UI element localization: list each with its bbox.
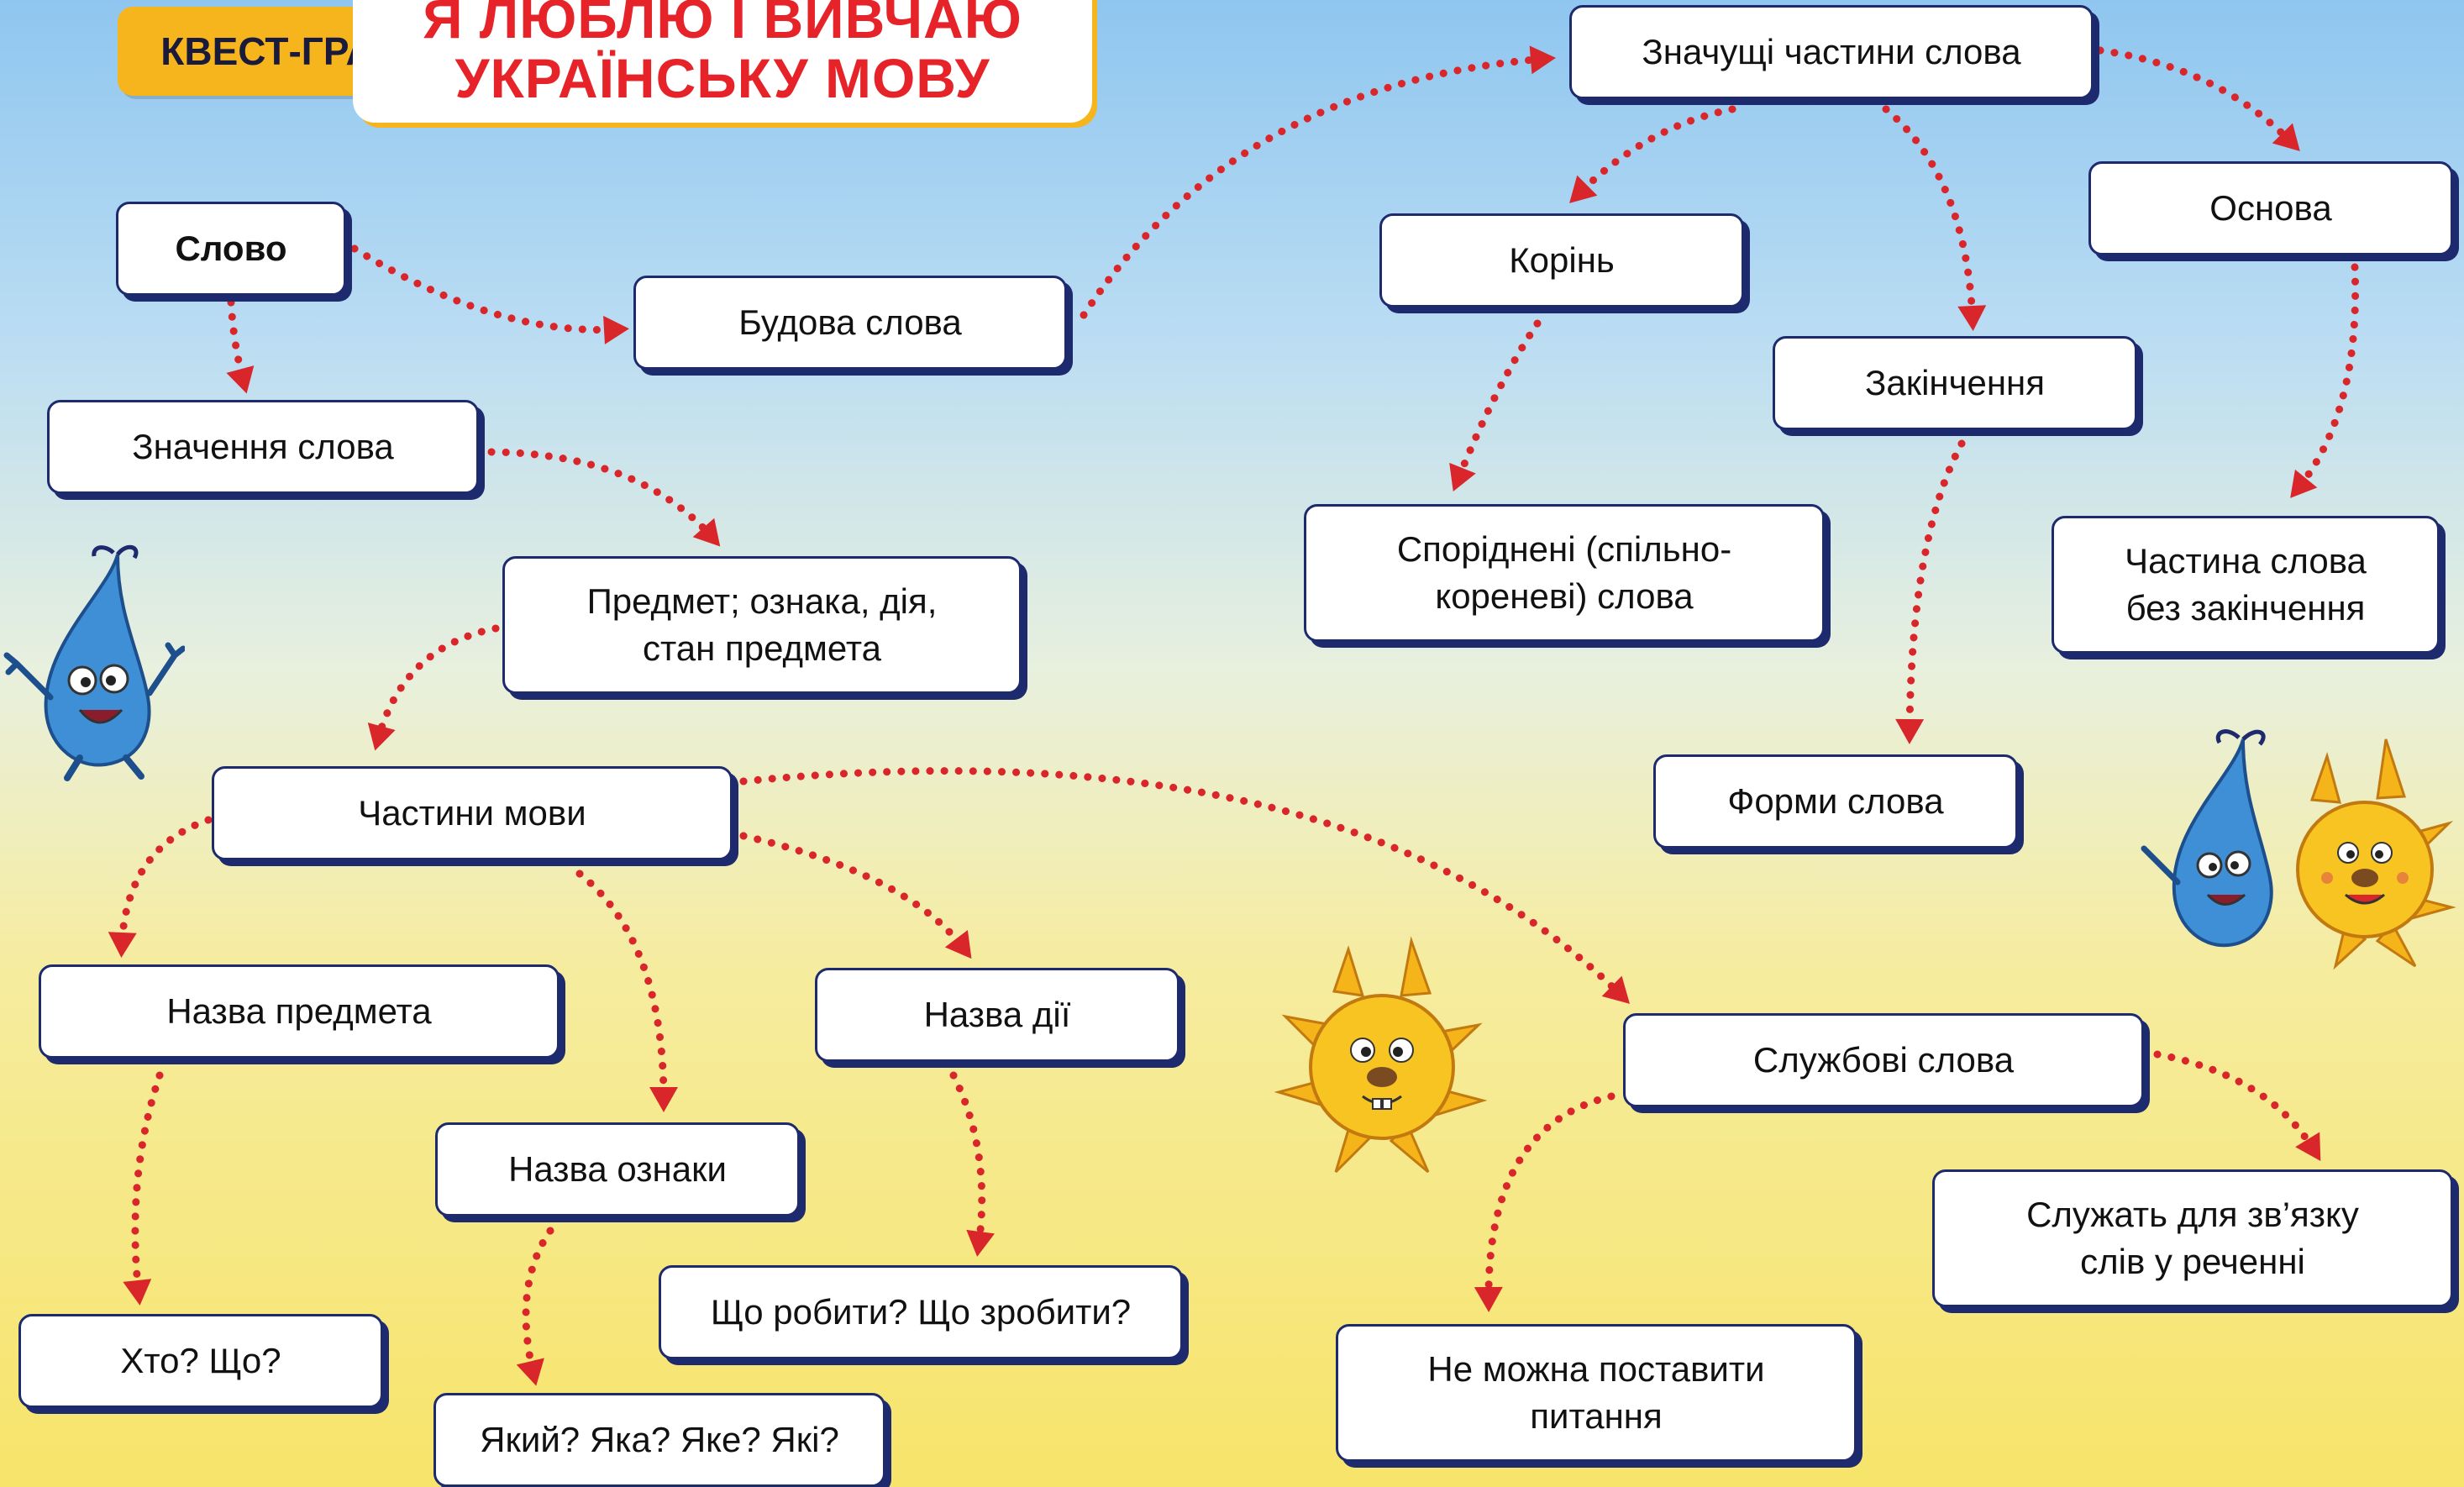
node-nazva-predmeta: Назва предмета bbox=[39, 964, 560, 1059]
arrow-sluzhbovi-to-ne-mozhna bbox=[1484, 1092, 1616, 1305]
drop-and-sun-characters-illustration bbox=[2141, 729, 2456, 970]
arrow-sluzhbovi-to-ne-mozhna-head bbox=[1474, 1286, 1503, 1312]
arrow-korin-to-sporidneni bbox=[1453, 319, 1542, 485]
arrow-budova-to-znachushchi-head bbox=[1529, 45, 1556, 75]
arrow-zakinch-to-formy-head bbox=[1895, 718, 1925, 744]
arrow-sluzhbovi-to-sluzhat-head bbox=[2295, 1132, 2321, 1161]
node-sluzhat-dlia-zviazku: Служать для зв’язку слів у реченні bbox=[1932, 1169, 2453, 1307]
node-chastyna-bez-zakinchennia: Частина слова без закінчення bbox=[2052, 516, 2440, 654]
title-line-2: УКРАЇНСЬКУ МОВУ bbox=[454, 47, 990, 109]
arrow-znachushchi-to-korin-head bbox=[1569, 175, 1598, 203]
arrow-chastyny-to-nazva-predm bbox=[118, 816, 213, 950]
arrow-zakinch-to-formy bbox=[1905, 439, 1966, 737]
node-predmet-oznaka-diia: Предмет; ознака, дія, стан предмета bbox=[502, 556, 1022, 694]
arrow-chastyny-to-nazva-dii bbox=[739, 832, 969, 954]
arrow-nazva-dii-to-shcho bbox=[949, 1071, 986, 1249]
arrow-nazva-dii-to-shcho-head bbox=[966, 1229, 995, 1257]
node-nazva-dii: Назва дії bbox=[815, 968, 1179, 1062]
arrow-znachushchi-to-korin bbox=[1573, 105, 1736, 199]
water-drop-character-illustration bbox=[3, 544, 185, 781]
arrow-znachennia-to-predmet bbox=[487, 448, 717, 542]
arrow-chastyny-to-sluzhbovi-head bbox=[1601, 975, 1630, 1004]
arrow-slovo-to-znachennia bbox=[227, 298, 248, 386]
arrow-chastyny-to-nazva-dii-head bbox=[944, 929, 972, 959]
node-korin: Корінь bbox=[1379, 213, 1744, 307]
arrow-znachushchi-to-zakinch-head bbox=[1957, 305, 1987, 331]
node-yakyi-yaka: Який? Яка? Яке? Які? bbox=[433, 1393, 885, 1487]
page-title: Я ЛЮБЛЮ І ВИВЧАЮ УКРАЇНСЬКУ МОВУ bbox=[353, 0, 1092, 123]
arrow-slovo-to-budova bbox=[350, 244, 622, 334]
arrow-chastyny-to-nazva-oznak bbox=[575, 870, 668, 1105]
node-sporidneni-slova: Споріднені (спільно- кореневі) слова bbox=[1304, 504, 1825, 642]
arrow-nazva-predm-to-khto-head bbox=[123, 1279, 152, 1306]
node-chastyny-movy: Частини мови bbox=[212, 766, 733, 860]
node-slovo: Слово bbox=[116, 202, 346, 296]
arrow-slovo-to-znachennia-head bbox=[226, 365, 255, 394]
sun-character-illustration bbox=[1274, 936, 1488, 1174]
arrow-chastyny-to-nazva-predm-head bbox=[108, 932, 137, 958]
node-formy-slova: Форми слова bbox=[1653, 754, 2018, 849]
arrow-znachushchi-to-osnova-head bbox=[2272, 123, 2300, 152]
arrow-nazva-predm-to-khto bbox=[131, 1071, 164, 1298]
node-znachushchi-chastyny: Значущі частини слова bbox=[1569, 5, 2094, 99]
node-znachennia-slova: Значення слова bbox=[47, 400, 479, 494]
arrow-slovo-to-budova-head bbox=[603, 315, 629, 344]
title-line-1: Я ЛЮБЛЮ І ВИВЧАЮ bbox=[423, 0, 1022, 50]
arrow-nazva-oznak-to-yakyi-head bbox=[516, 1358, 544, 1386]
arrow-znachushchi-to-osnova bbox=[2096, 46, 2296, 147]
node-sluzhbovi-slova: Службові слова bbox=[1623, 1013, 2144, 1107]
node-osnova: Основа bbox=[2088, 161, 2453, 255]
arrow-korin-to-sporidneni-head bbox=[1449, 462, 1476, 491]
arrow-predmet-to-chastyny bbox=[374, 624, 500, 744]
node-ne-mozhna-postavyty: Не можна поставити питання bbox=[1336, 1324, 1857, 1462]
node-shcho-robyty: Що робити? Що зробити? bbox=[659, 1265, 1183, 1359]
node-nazva-oznaky: Назва ознаки bbox=[435, 1122, 800, 1216]
arrow-osnova-to-chastyna bbox=[2293, 263, 2360, 493]
arrow-znachushchi-to-zakinch bbox=[1882, 105, 1977, 323]
arrow-znachennia-to-predmet-head bbox=[692, 518, 721, 547]
arrow-nazva-oznak-to-yakyi bbox=[522, 1227, 554, 1379]
arrow-osnova-to-chastyna-head bbox=[2290, 469, 2318, 498]
node-zakinchennia: Закінчення bbox=[1773, 336, 2137, 430]
node-budova-slova: Будова слова bbox=[633, 276, 1067, 370]
arrow-predmet-to-chastyny-head bbox=[367, 722, 396, 751]
arrow-sluzhbovi-to-sluzhat bbox=[2153, 1050, 2319, 1155]
node-khto-shcho: Хто? Що? bbox=[18, 1314, 383, 1408]
arrow-chastyny-to-nazva-oznak-head bbox=[649, 1087, 678, 1112]
